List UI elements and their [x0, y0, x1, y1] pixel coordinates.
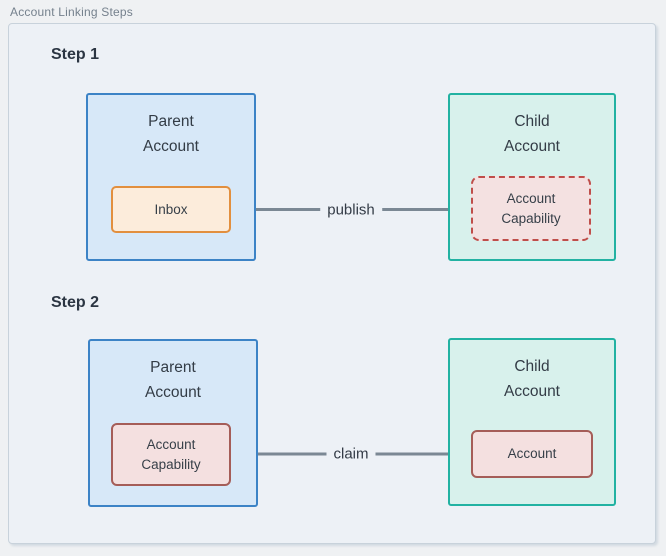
step2-account-label: Account: [507, 446, 557, 461]
step1-parent-account-box: Parent Account: [86, 93, 256, 261]
diagram-panel: Step 1 Parent Account Inbox Child Accoun…: [8, 23, 656, 544]
panel-title: Account Linking Steps: [10, 5, 133, 19]
step1-inbox-box: Inbox: [111, 186, 231, 233]
step2-parent-account-title: Parent Account: [144, 359, 201, 401]
step2-child-account-title: Child Account: [503, 358, 560, 400]
step1-child-account-title: Child Account: [503, 113, 560, 155]
claim-arrow-label: claim: [326, 444, 376, 464]
step-2-heading: Step 2: [51, 294, 100, 311]
step1-account-capability-label: Account Capability: [501, 190, 561, 226]
step2-account-capability-label: Account Capability: [141, 436, 201, 472]
step2-child-account-box: Child Account: [448, 338, 616, 506]
step-1-heading: Step 1: [51, 46, 100, 63]
step2-account-box: Account: [471, 430, 593, 478]
step2-account-capability-box: Account Capability: [111, 423, 231, 486]
step1-inbox-label: Inbox: [154, 201, 188, 217]
step1-account-capability-box: Account Capability: [471, 176, 591, 241]
publish-arrow-label: publish: [320, 200, 382, 220]
step1-parent-account-title: Parent Account: [142, 113, 199, 155]
